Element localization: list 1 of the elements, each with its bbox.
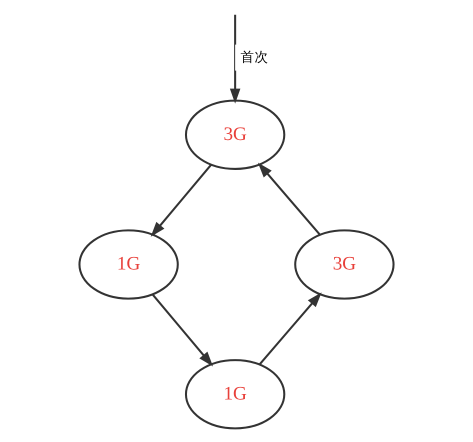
edge-label: 首次	[240, 50, 269, 66]
